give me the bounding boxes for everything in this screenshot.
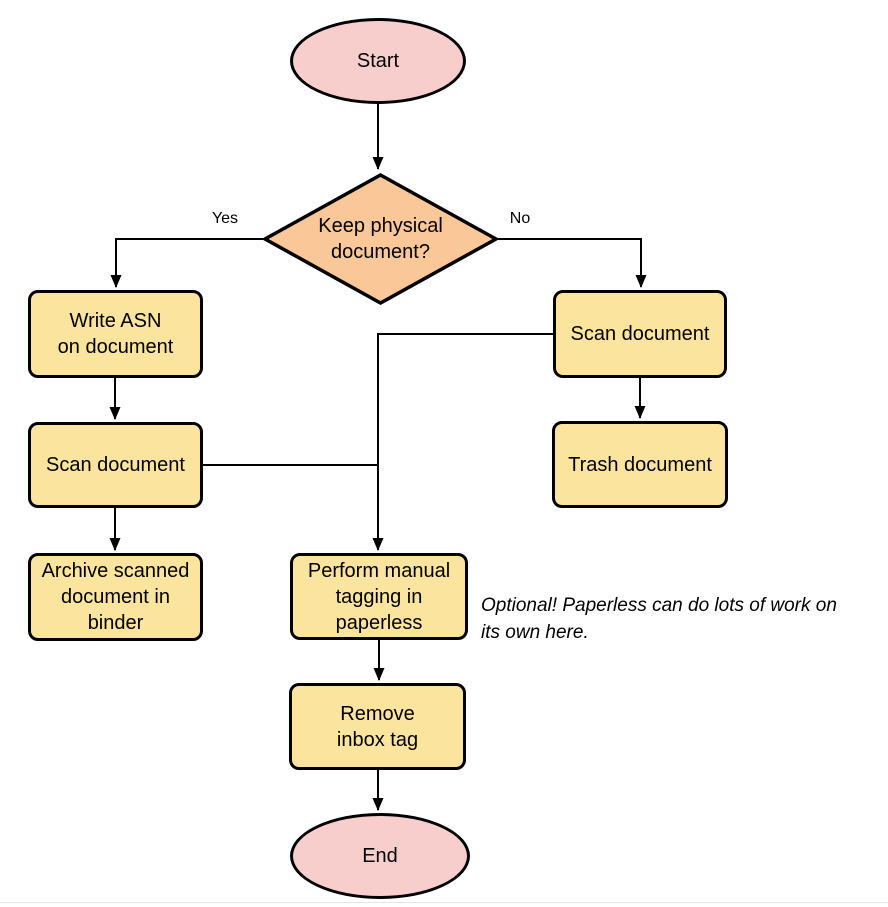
node-archive-binder: Archive scanned document in binder <box>28 553 203 641</box>
node-manual-tagging: Perform manual tagging in paperless <box>290 553 468 640</box>
node-trash-document: Trash document <box>552 421 728 508</box>
node-scan-document-right-label: Scan document <box>570 323 710 345</box>
node-manual-tagging-label: Perform manual tagging in paperless <box>307 559 451 634</box>
edge-decision-no <box>498 238 647 288</box>
node-archive-binder-label: Archive scanned document in binder <box>41 560 190 634</box>
node-decision: Keep physical document? <box>263 173 498 305</box>
node-start: Start <box>290 18 466 104</box>
node-remove-inbox-tag: Remove inbox tag <box>289 683 466 770</box>
node-scan-document-left: Scan document <box>28 422 203 508</box>
node-write-asn-label: Write ASN on document <box>57 310 174 358</box>
decision-diamond-shape <box>263 173 498 305</box>
bottom-divider <box>0 902 888 903</box>
edge-label-yes: Yes <box>211 210 239 227</box>
node-end-label: End <box>362 845 398 867</box>
node-scan-document-right: Scan document <box>553 290 727 378</box>
node-decision-label: Keep physical document? <box>318 215 443 263</box>
node-end: End <box>290 813 470 899</box>
node-start-label: Start <box>356 50 400 72</box>
node-trash-document-label: Trash document <box>568 453 712 476</box>
edge-label-no: No <box>509 210 531 227</box>
annotation-note: Optional! Paperless can do lots of work … <box>481 595 837 643</box>
node-remove-inbox-tag-label: Remove inbox tag <box>336 702 419 751</box>
edge-decision-yes <box>110 238 263 288</box>
edge-scanright-tagging <box>372 333 553 551</box>
node-scan-document-left-label: Scan document <box>46 454 185 476</box>
node-write-asn: Write ASN on document <box>28 290 203 378</box>
